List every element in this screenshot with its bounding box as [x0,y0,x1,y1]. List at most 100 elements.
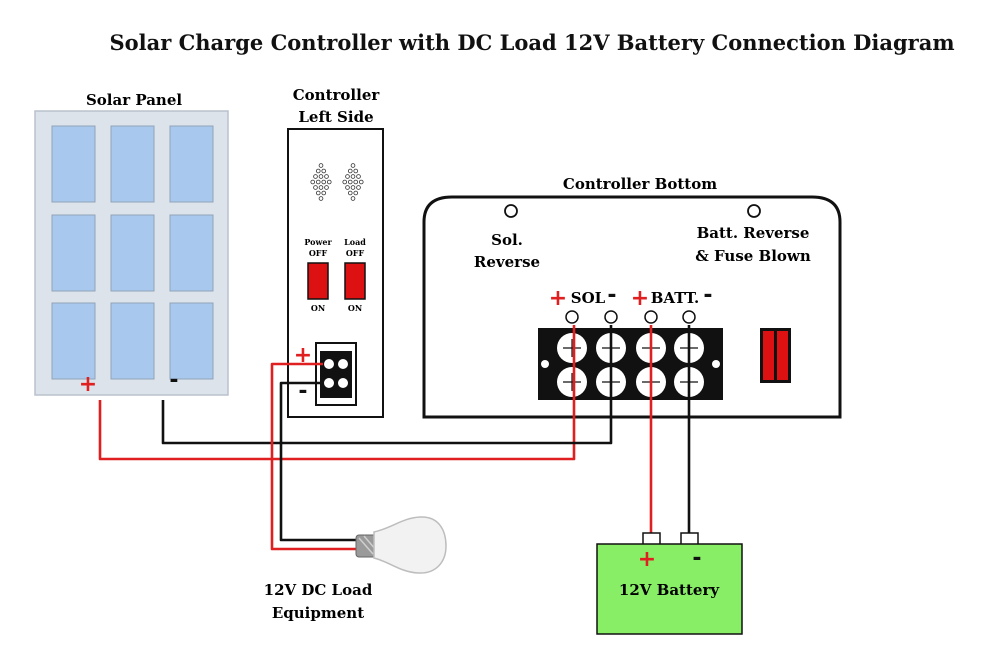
battery-positive-post [642,532,661,546]
load-label-1: 12V DC Load [264,581,373,599]
wire-load-negative [279,381,356,542]
bulb-thread [358,537,374,555]
vent-hole [315,179,321,185]
batt-minus-sign: - [703,283,712,308]
solar-cell [110,214,155,292]
wire-solar-positive [98,325,576,461]
sol-plus-sign: + [549,286,567,311]
vent-hole [313,174,318,179]
controller-bottom-label: Controller Bottom [563,175,717,193]
controller-left-label-1: Controller [293,86,381,104]
load-plus-sign: + [294,343,312,368]
load-label-2: Equipment [272,604,364,622]
terminal-entry [565,310,579,324]
vent-hole [318,185,324,190]
batt-reverse-label-2: & Fuse Blown [695,247,811,265]
vent-hole [350,185,356,190]
battery-plus-sign: + [638,547,656,572]
vent-hole [353,179,359,185]
solar-cell [51,214,96,292]
solar-cell [169,214,214,292]
controller-left-label-2: Left Side [298,108,373,126]
controller-bottom-body [422,195,842,419]
solar-cell [169,125,214,203]
power-switch[interactable] [307,262,329,300]
vent-hole [342,179,348,185]
mount-hole [541,360,549,368]
batt-reverse-led [747,204,761,218]
vent-hole [324,185,329,190]
terminal-entry [644,310,658,324]
battery-body [596,543,743,635]
vent-hole [350,163,356,168]
vent-hole [345,174,350,179]
vent-hole [358,179,364,185]
vent-hole [318,196,324,201]
terminal-entry [682,310,696,324]
vent-hole [347,168,353,174]
vent-hole [315,168,321,174]
vent-hole [353,190,359,196]
solar-cell [110,125,155,203]
battery: + - 12V Battery [596,532,743,635]
solar-cells [51,125,214,380]
load-switch-on: ON [348,303,362,313]
solar-cell [169,302,214,380]
vent-hole [321,168,327,174]
batt-reverse-label-1: Batt. Reverse [697,224,810,242]
terminal-entry [604,310,618,324]
vent-hole [318,163,324,168]
controller-left-body [287,128,384,418]
wires [98,325,691,551]
battery-minus-sign: - [692,546,701,571]
solar-plus-sign: + [79,372,97,397]
sol-reverse-label-1: Sol. [491,231,523,249]
load-terminal-screw [324,359,334,369]
vent-hole [356,185,361,190]
power-switch-off: OFF [309,248,328,258]
solar-cell [110,302,155,380]
bulb-glass [373,516,447,574]
power-switch-label: Power [304,237,332,247]
diagram-title: Solar Charge Controller with DC Load 12V… [109,30,954,55]
load-terminal-screw [338,378,348,388]
solar-panel-label: Solar Panel [86,91,182,109]
solar-cell [51,302,96,380]
vent-hole [345,185,350,190]
sol-reverse-label-2: Reverse [474,253,540,271]
vent-hole [318,174,324,179]
battery-negative-post [680,532,699,546]
load-terminal-inner [320,351,352,398]
sol-terminal-label: SOL [571,289,606,307]
fuse [763,331,774,380]
load-switch-off: OFF [346,248,365,258]
solar-panel: Solar Panel + - [34,91,229,397]
solar-minus-sign: - [169,368,178,393]
controller-bottom: Controller Bottom Sol. Reverse Batt. Rev… [422,175,842,419]
load-minus-sign: - [298,379,307,404]
vent-hole [356,174,361,179]
vent-hole [313,185,318,190]
fuse [777,331,788,380]
vent-hole [315,190,321,196]
vent-hole [324,174,329,179]
vent-holes [310,163,364,201]
vent-hole [326,179,332,185]
power-switch-on: ON [311,303,325,313]
batt-plus-sign: + [631,286,649,311]
batt-terminal-label: BATT. [651,289,700,307]
load-switch[interactable] [344,262,366,300]
battery-label: 12V Battery [619,581,720,599]
load-terminal-screw [324,378,334,388]
vent-hole [347,179,353,185]
load-terminal-screw [338,359,348,369]
light-bulb-icon [355,516,447,574]
vent-hole [350,196,356,201]
vent-hole [347,190,353,196]
solar-cell [51,125,96,203]
vent-hole [353,168,359,174]
load-switch-label: Load [344,237,366,247]
vent-hole [350,174,356,179]
mount-hole [712,360,720,368]
